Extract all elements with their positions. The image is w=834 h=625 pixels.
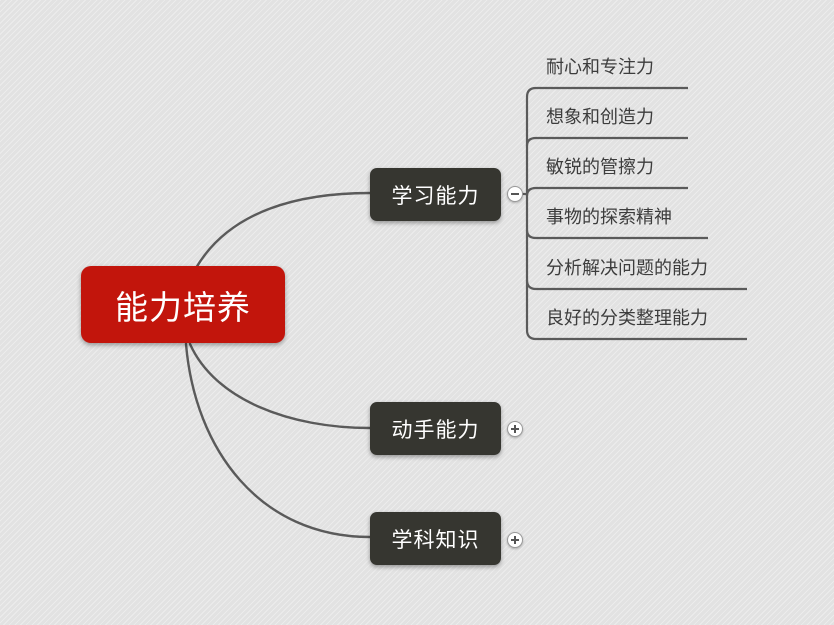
- minus-icon[interactable]: [507, 186, 523, 202]
- branch-node-study-skills[interactable]: 学习能力: [370, 168, 501, 221]
- connector-root-to-hands-on-skills: [188, 342, 372, 430]
- plus-icon[interactable]: [507, 421, 523, 437]
- leaf-node[interactable]: 分析解决问题的能力: [546, 258, 708, 279]
- plus-icon[interactable]: [507, 532, 523, 548]
- leaf-bracket: [525, 86, 747, 341]
- leaf-node[interactable]: 敏锐的管擦力: [546, 157, 654, 178]
- leaf-node[interactable]: 事物的探索精神: [546, 207, 672, 228]
- connector-root-to-subject-knowledge: [184, 342, 372, 539]
- connector-root-to-study-skills: [194, 191, 372, 270]
- branch-node-subject-knowledge[interactable]: 学科知识: [370, 512, 501, 565]
- leaf-node[interactable]: 良好的分类整理能力: [546, 308, 708, 329]
- leaf-node[interactable]: 耐心和专注力: [546, 57, 654, 78]
- leaf-underline-4: [525, 229, 708, 240]
- leaf-node[interactable]: 想象和创造力: [546, 107, 654, 128]
- leaf-underline-3: [525, 186, 688, 197]
- leaf-underline-2: [525, 136, 688, 147]
- root-node[interactable]: 能力培养: [81, 266, 285, 343]
- leaf-underline-5: [525, 279, 747, 291]
- branch-node-hands-on-skills[interactable]: 动手能力: [370, 402, 501, 455]
